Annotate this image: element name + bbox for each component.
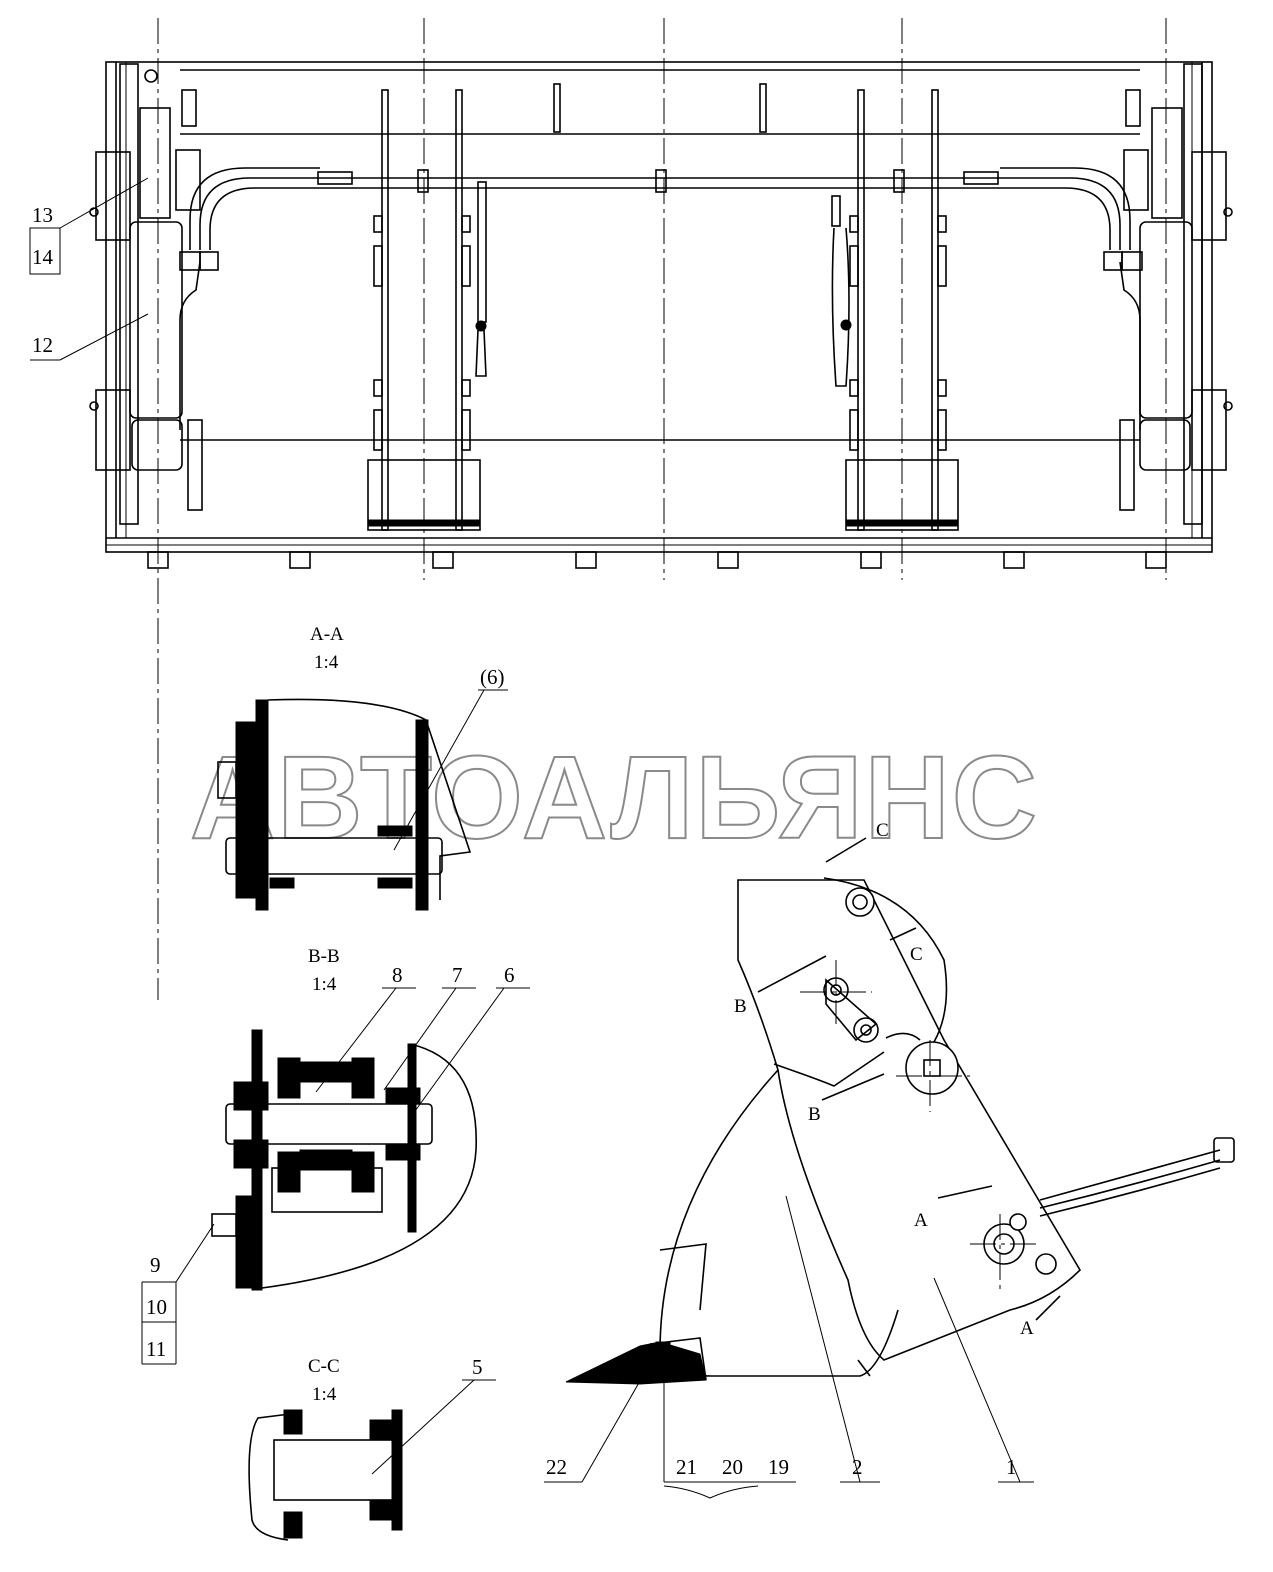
leader-12 bbox=[59, 313, 149, 361]
marker-c-right: C bbox=[910, 944, 923, 965]
leader-1 bbox=[933, 1277, 1021, 1483]
marker-c-top: C bbox=[876, 820, 889, 841]
leader-13-14 bbox=[59, 177, 149, 229]
callout-13: 13 bbox=[32, 203, 53, 227]
cylinder-right bbox=[1119, 63, 1233, 525]
watermark-text: АВТОАЛЬЯНС bbox=[190, 732, 1039, 864]
section-bb: B-B 1:4 8 7 6 bbox=[141, 946, 530, 1365]
leader-2 bbox=[785, 1195, 861, 1483]
callout-8: 8 bbox=[392, 963, 403, 987]
callout-7: 7 bbox=[452, 963, 463, 987]
skid-plate-right bbox=[845, 459, 959, 531]
callout-21: 21 bbox=[676, 1455, 697, 1479]
callout-11: 11 bbox=[146, 1337, 166, 1361]
section-bb-title: B-B bbox=[308, 946, 340, 967]
pin-c bbox=[845, 887, 875, 917]
callout-20: 20 bbox=[722, 1455, 743, 1479]
callout-2: 2 bbox=[852, 1455, 863, 1479]
marker-a-top: A bbox=[914, 1210, 928, 1231]
callout-5: 5 bbox=[472, 1355, 483, 1379]
section-cc-scale: 1:4 bbox=[312, 1384, 337, 1405]
hydraulic-pipes bbox=[179, 167, 1143, 430]
leader-22 bbox=[581, 1373, 645, 1483]
marker-a-bottom: A bbox=[1020, 1318, 1034, 1339]
marker-b-left: B bbox=[734, 996, 747, 1017]
callout-22: 22 bbox=[546, 1455, 567, 1479]
callout-1: 1 bbox=[1006, 1455, 1017, 1479]
callout-6: 6 bbox=[504, 963, 515, 987]
bottom-teeth bbox=[147, 551, 1167, 569]
callout-12: 12 bbox=[32, 333, 53, 357]
callout-6-ref: (6) bbox=[480, 665, 505, 689]
section-cc-title: C-C bbox=[308, 1356, 340, 1377]
callout-10: 10 bbox=[146, 1295, 167, 1319]
pin-main bbox=[905, 1041, 959, 1095]
gas-struts bbox=[475, 181, 852, 387]
section-bb-scale: 1:4 bbox=[312, 974, 337, 995]
cylinder-left bbox=[89, 63, 203, 525]
section-aa-scale: 1:4 bbox=[314, 652, 339, 673]
section-aa-title: A-A bbox=[310, 624, 344, 645]
side-view bbox=[565, 837, 1235, 1385]
marker-b-bottom: B bbox=[808, 1104, 821, 1125]
ribs bbox=[373, 89, 947, 531]
callout-19: 19 bbox=[768, 1455, 789, 1479]
section-aa: A-A 1:4 (6) bbox=[217, 624, 508, 911]
skid-plate-left bbox=[367, 459, 481, 531]
front-view bbox=[29, 18, 1233, 1000]
section-cc: C-C 1:4 5 bbox=[248, 1355, 496, 1541]
bucket-frame bbox=[105, 61, 1213, 553]
callout-14: 14 bbox=[32, 245, 54, 269]
callout-9: 9 bbox=[150, 1253, 161, 1277]
